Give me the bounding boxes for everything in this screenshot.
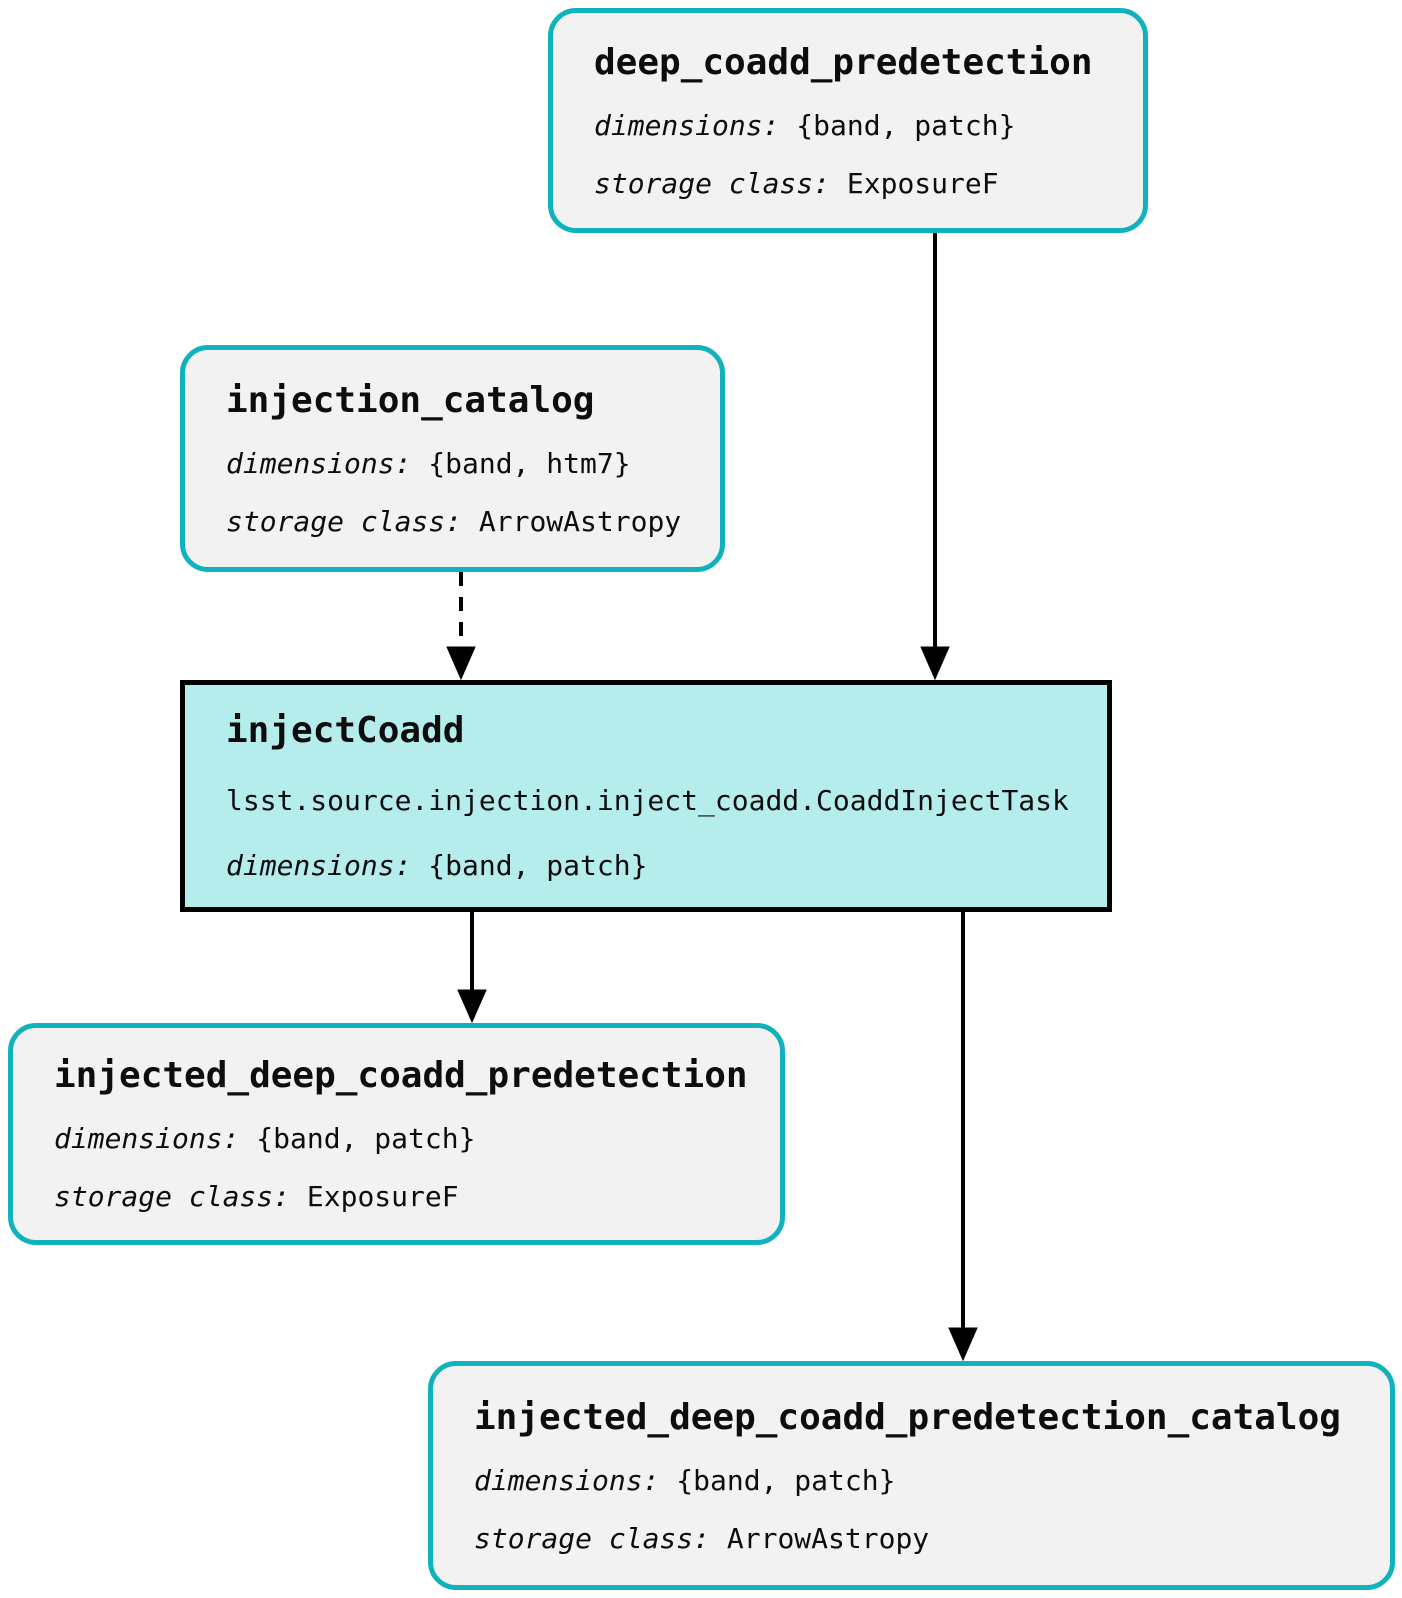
storage-class-row: storage class: ArrowAstropy xyxy=(226,505,720,539)
storage-class-row: storage class: ArrowAstropy xyxy=(474,1522,1390,1556)
dimensions-value: {band, patch} xyxy=(428,849,648,882)
edge-injection-catalog-to-injectcoadd xyxy=(446,572,476,681)
storage-class-value: ExposureF xyxy=(306,1180,459,1213)
dimensions-row: dimensions: {band, htm7} xyxy=(226,447,720,481)
dimensions-value: {band, patch} xyxy=(256,1122,476,1155)
dimensions-value: {band, htm7} xyxy=(428,446,631,480)
storage-class-label: storage class: xyxy=(226,504,463,538)
dimensions-label: dimensions: xyxy=(474,1463,660,1497)
dimensions-label: dimensions: xyxy=(226,849,412,882)
edge-injectcoadd-to-injected-deep-coadd-predetection xyxy=(457,912,487,1024)
storage-class-label: storage class: xyxy=(474,1521,711,1555)
task-class-value: lsst.source.injection.inject_coadd.Coadd… xyxy=(226,784,1069,817)
dimensions-label: dimensions: xyxy=(54,1122,240,1155)
node-injection-catalog: injection_catalog dimensions: {band, htm… xyxy=(180,345,725,572)
node-title: injected_deep_coadd_predetection_catalog xyxy=(474,1396,1341,1438)
storage-class-label: storage class: xyxy=(54,1180,291,1213)
node-title: deep_coadd_predetection xyxy=(594,41,1093,83)
dimensions-row: dimensions: {band, patch} xyxy=(474,1464,1390,1498)
dimensions-row: dimensions: {band, patch} xyxy=(226,849,1107,883)
storage-class-row: storage class: ExposureF xyxy=(594,167,1143,201)
edge-injectcoadd-to-injected-deep-coadd-predetection-catalog xyxy=(948,912,978,1362)
storage-class-value: ArrowAstropy xyxy=(478,504,682,538)
node-title: injected_deep_coadd_predetection xyxy=(54,1055,748,1096)
storage-class-value: ExposureF xyxy=(846,166,999,200)
node-injectcoadd-task: injectCoadd lsst.source.injection.inject… xyxy=(180,680,1112,912)
dimensions-value: {band, patch} xyxy=(676,1463,896,1497)
dimensions-row: dimensions: {band, patch} xyxy=(594,109,1143,143)
task-class-row: lsst.source.injection.inject_coadd.Coadd… xyxy=(226,784,1107,818)
edge-deep-coadd-predetection-to-injectcoadd xyxy=(920,233,950,681)
storage-class-label: storage class: xyxy=(594,166,831,200)
dimensions-label: dimensions: xyxy=(594,108,780,142)
node-title: injectCoadd xyxy=(226,710,465,751)
dimensions-row: dimensions: {band, patch} xyxy=(54,1122,780,1156)
storage-class-row: storage class: ExposureF xyxy=(54,1180,780,1214)
dimensions-value: {band, patch} xyxy=(796,108,1016,142)
node-injected-deep-coadd-predetection: injected_deep_coadd_predetection dimensi… xyxy=(8,1023,785,1245)
node-injected-deep-coadd-predetection-catalog: injected_deep_coadd_predetection_catalog… xyxy=(428,1361,1395,1590)
node-title: injection_catalog xyxy=(226,379,595,421)
storage-class-value: ArrowAstropy xyxy=(726,1521,930,1555)
node-deep-coadd-predetection: deep_coadd_predetection dimensions: {ban… xyxy=(548,8,1148,233)
dimensions-label: dimensions: xyxy=(226,446,412,480)
